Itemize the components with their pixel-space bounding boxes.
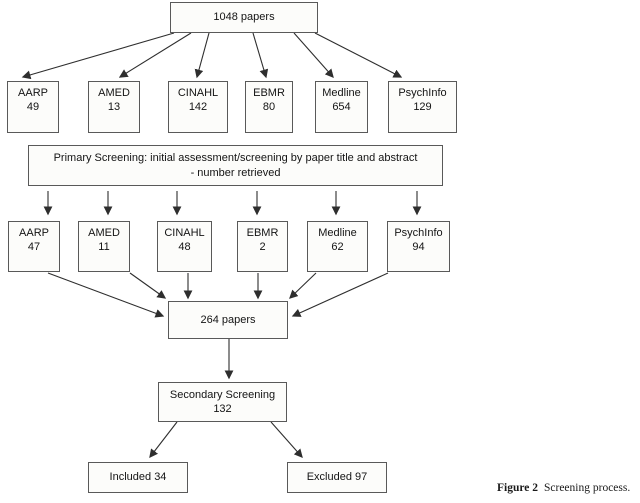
db-box-cinahl-retrieved: CINAHL 48 [157,221,212,272]
db-name: CINAHL [164,227,205,239]
db-name: Medline [322,87,361,99]
db-box-psychinfo-retrieved: PsychInfo 94 [387,221,450,272]
primary-screening-line2: - number retrieved [190,166,281,179]
db-count: 80 [262,101,276,114]
db-box-aarp-initial: AARP 49 [7,81,59,133]
arrow-medline2-to-merge [289,272,317,299]
arrow-psychinfo2-to-merge [291,272,389,317]
arrow-top-to-aarp [21,32,175,80]
arrow-top-to-cinahl [194,32,210,79]
db-count: 654 [332,101,351,114]
db-name: CINAHL [177,87,219,99]
db-count: 129 [413,101,432,114]
secondary-screening-box: Secondary Screening 132 [158,382,287,422]
db-name: PsychInfo [398,87,447,99]
db-box-psychinfo-initial: PsychInfo 129 [388,81,457,133]
db-box-aarp-retrieved: AARP 47 [8,221,60,272]
arrow-top-to-ebmr [252,32,269,79]
db-box-cinahl-initial: CINAHL 142 [168,81,228,133]
db-box-ebmr-initial: EBMR 80 [245,81,293,133]
db-count: 142 [188,101,208,114]
db-count: 48 [178,241,191,254]
db-name: Medline [318,227,357,239]
db-count: 47 [27,241,41,254]
secondary-screening-line1: Secondary Screening [169,388,276,401]
db-box-medline-initial: Medline 654 [315,81,368,133]
db-count: 94 [412,241,425,254]
total-papers-box: 1048 papers [170,2,318,33]
db-name: AMED [98,87,130,99]
excluded-box: Excluded 97 [287,462,387,493]
arrow-aarp2-to-merge [47,272,165,318]
primary-screening-line1: Primary Screening: initial assessment/sc… [53,152,418,165]
excluded-label: Excluded 97 [306,471,368,484]
db-count: 49 [26,101,40,114]
figure-caption: Figure 2 Screening process. [497,482,630,494]
arrow-top-to-psychinfo [314,32,403,78]
arrow-secondary-to-included [149,421,178,459]
db-name: AARP [19,227,49,239]
db-box-amed-retrieved: AMED 11 [78,221,130,272]
included-box: Included 34 [88,462,188,493]
db-name: AMED [88,227,120,239]
db-name: AARP [18,87,48,99]
primary-screening-box: Primary Screening: initial assessment/sc… [28,145,443,186]
figure-caption-label: Figure 2 [497,482,538,494]
db-count: 13 [107,101,121,114]
db-name: EBMR [246,227,279,239]
arrow-secondary-to-excluded [270,421,303,458]
figure-caption-text: Screening process. [544,482,631,494]
merged-papers-label: 264 papers [200,313,256,326]
db-name: EBMR [253,87,285,99]
db-box-amed-initial: AMED 13 [88,81,140,133]
db-count: 2 [259,241,266,254]
arrow-top-to-medline [293,32,334,78]
db-box-ebmr-retrieved: EBMR 2 [237,221,288,272]
db-box-medline-retrieved: Medline 62 [307,221,368,272]
total-papers-label: 1048 papers [213,11,275,24]
arrow-top-to-amed [118,32,192,78]
included-label: Included 34 [109,471,167,484]
secondary-screening-line2: 132 [213,403,232,415]
db-count: 11 [98,241,110,254]
db-name: PsychInfo [394,227,443,239]
db-count: 62 [331,241,344,254]
arrow-amed2-to-merge [129,272,167,299]
merged-papers-box: 264 papers [168,301,288,339]
